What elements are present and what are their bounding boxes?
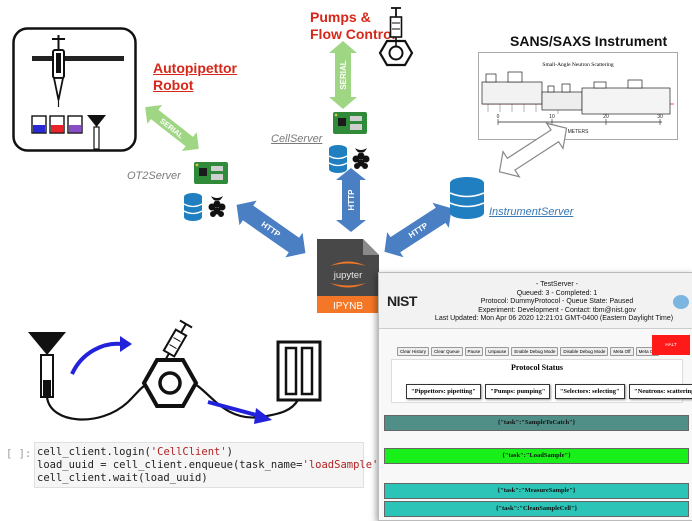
testserver-updated: Last Updated: Mon Apr 06 2020 12:21:01 G… bbox=[434, 315, 674, 322]
http-arrow-right: HTTP bbox=[384, 202, 452, 258]
meta-off-button[interactable]: Meta Off bbox=[610, 347, 634, 356]
http-mid-text: HTTP bbox=[347, 189, 356, 211]
autopipettor-label: Autopipettor Robot bbox=[153, 60, 237, 93]
sans-saxs-label: SANS/SAXS Instrument bbox=[510, 33, 668, 49]
pump-icon bbox=[378, 7, 414, 67]
axis-tick-10: 10 bbox=[549, 114, 555, 120]
ot2server-pcb-icon bbox=[194, 162, 228, 184]
ot2server-db-icon bbox=[183, 193, 203, 221]
status-selectors: "Selectors: selecting" bbox=[554, 384, 625, 399]
status-title: Protocol Status bbox=[510, 363, 564, 372]
instrument-link-arrow bbox=[498, 122, 568, 178]
status-neutrons: "Neutrons: scattering" bbox=[629, 384, 692, 399]
status-items: "Pippettors: pipetting" "Pumps: pumping"… bbox=[406, 380, 692, 399]
status-pumps: "Pumps: pumping" bbox=[485, 384, 551, 399]
testserver-queued: Queued: 3 - Completed: 1 bbox=[516, 289, 598, 297]
testserver-header: NIST - TestServer - Queued: 3 - Complete… bbox=[379, 273, 692, 329]
testserver-panel: NIST - TestServer - Queued: 3 - Complete… bbox=[378, 272, 692, 521]
flow-diagram bbox=[28, 319, 322, 424]
jupyter-text: jupyter bbox=[333, 270, 363, 281]
ot2server-raspberry-icon bbox=[208, 196, 226, 217]
testserver-experiment: Experiment: Development - Contact: tbm@n… bbox=[478, 306, 636, 314]
enable-debug-button[interactable]: Enable Debug Mode bbox=[511, 347, 559, 356]
code-line-3: cell_client.wait(load_uuid) bbox=[37, 472, 208, 484]
code-line-2-call: load_uuid = cell_client.enqueue(task_nam… bbox=[37, 459, 303, 471]
cellserver-pcb-icon bbox=[333, 112, 367, 134]
instrument-title: Small-Angle Neutron Scattering bbox=[542, 62, 613, 68]
code-line-1-string: 'CellClient' bbox=[150, 446, 227, 458]
instrumentserver-label: InstrumentServer bbox=[489, 206, 574, 218]
code-line-1-call: cell_client.login( bbox=[37, 446, 151, 458]
axis-tick-30: 30 bbox=[657, 114, 663, 120]
serial-arrow-left: SERIAL bbox=[145, 104, 199, 152]
code-line-1-end: ) bbox=[226, 446, 233, 458]
cell-prompt: [ ]: bbox=[6, 448, 32, 460]
disable-debug-button[interactable]: Disable Debug Mode bbox=[560, 347, 609, 356]
cellserver-raspberry-icon bbox=[352, 148, 370, 169]
ot2server-label: OT2Server bbox=[127, 170, 181, 182]
code-line-2-string: 'loadSample' bbox=[302, 459, 379, 471]
task-clean-sample-cell: {"task":"CleanSampleCell"} bbox=[384, 501, 689, 517]
halt-button[interactable]: HALT bbox=[652, 335, 690, 355]
ipynb-text: IPYNB bbox=[333, 301, 363, 312]
testserver-protocol: Protocol: DummyProtocol - Queue State: P… bbox=[480, 298, 634, 305]
meters-label: METERS bbox=[568, 129, 590, 135]
serial-top-text: SERIAL bbox=[339, 60, 348, 89]
right-logo-icon bbox=[673, 295, 689, 309]
task-load-sample: {"task":"LoadSample"} bbox=[384, 448, 689, 464]
code-editor[interactable]: cell_client.login('CellClient') load_uui… bbox=[34, 442, 385, 488]
serial-arrow-top: SERIAL bbox=[329, 41, 357, 109]
http-arrow-mid: HTTP bbox=[336, 168, 366, 232]
cellserver-db-icon bbox=[328, 145, 348, 173]
axis-tick-0: 0 bbox=[497, 114, 500, 120]
code-line-2: load_uuid = cell_client.enqueue(task_nam… bbox=[37, 458, 385, 472]
instrument-schematic: Small-Angle Neutron Scattering 0 10 20 3… bbox=[478, 52, 678, 140]
testserver-title: - TestServer - bbox=[536, 281, 578, 288]
autopipettor-illustration bbox=[12, 27, 137, 152]
instrumentserver-db-icon bbox=[449, 177, 485, 219]
http-arrow-left: HTTP bbox=[236, 200, 306, 258]
code-line-1: cell_client.login('CellClient') bbox=[37, 445, 233, 459]
nist-logo: NIST bbox=[387, 293, 417, 309]
task-sample-to-catch: {"task":"SampleToCatch"} bbox=[384, 415, 689, 431]
notebook-cell[interactable]: [ ]: cell_client.login('CellClient') loa… bbox=[0, 442, 385, 488]
axis-tick-20: 20 bbox=[603, 114, 609, 120]
clear-queue-button[interactable]: Clear Queue bbox=[431, 347, 463, 356]
task-measure-sample: {"task":"MeasureSample"} bbox=[384, 483, 689, 499]
status-pippettors: "Pippettors: pipetting" bbox=[406, 384, 481, 399]
pause-button[interactable]: Pause bbox=[464, 347, 484, 356]
pumps-flow-label: Pumps & Flow Control bbox=[310, 9, 396, 42]
jupyter-ipynb-icon: jupyter IPYNB bbox=[317, 239, 379, 313]
status-section: Protocol Status "Pippettors: pipetting" … bbox=[391, 359, 692, 403]
unpause-button[interactable]: Unpause bbox=[485, 347, 510, 356]
clear-history-button[interactable]: Clear History bbox=[397, 347, 430, 356]
cellserver-label: CellServer bbox=[271, 133, 323, 145]
